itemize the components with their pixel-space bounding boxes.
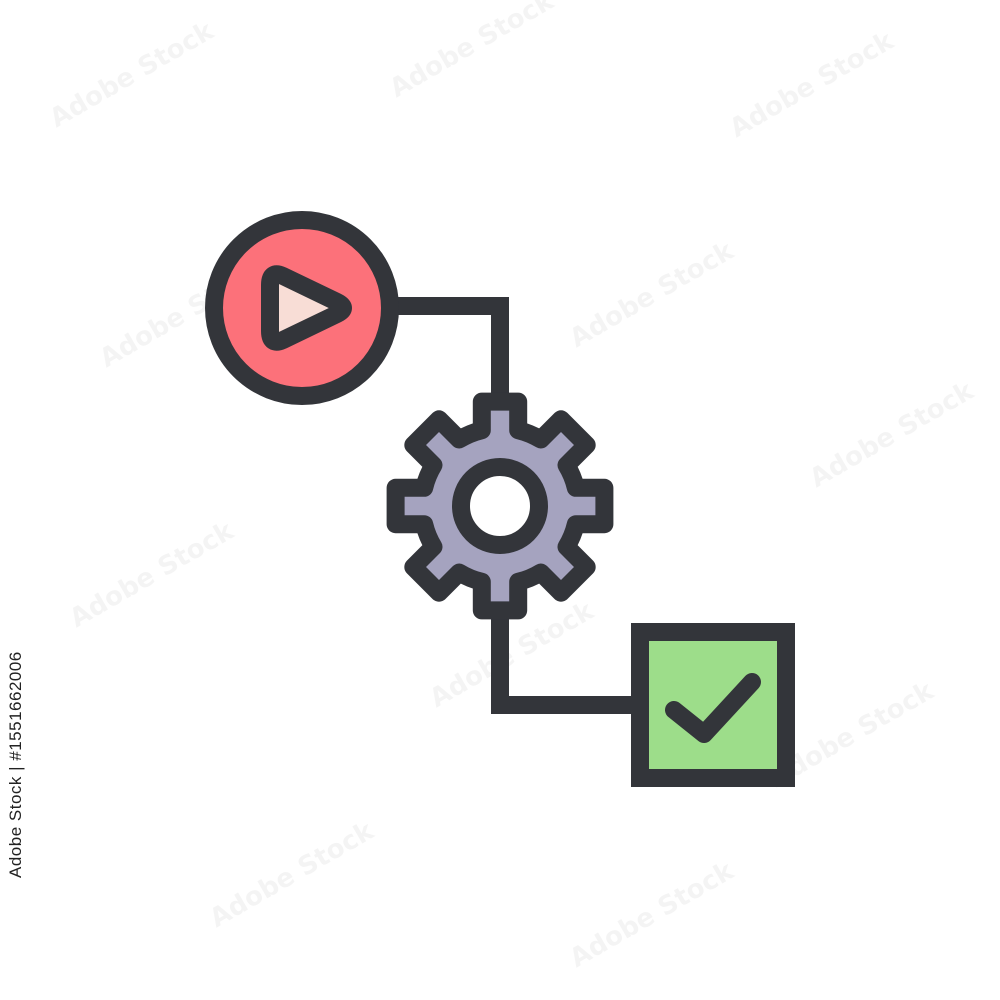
check-mark (665, 673, 761, 743)
connector-start-to-gear (393, 297, 509, 398)
checkmark-icon (631, 623, 795, 787)
play-triangle (261, 265, 352, 351)
gear-icon (386, 392, 614, 620)
connector-gear-to-check (491, 612, 640, 714)
connector-lines (393, 297, 640, 714)
check-box (631, 623, 795, 787)
gear-hole (452, 458, 548, 554)
play-icon (205, 211, 399, 405)
stock-id-label: Adobe Stock | #1551662006 (6, 651, 25, 878)
